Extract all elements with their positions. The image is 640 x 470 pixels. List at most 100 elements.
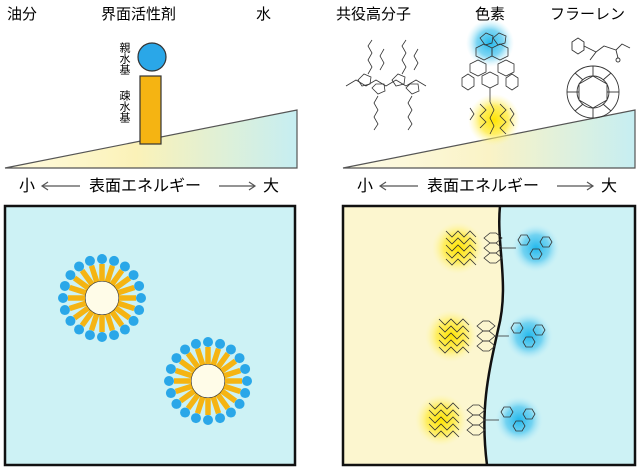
conjugated-polymer-structure bbox=[345, 39, 427, 131]
aromatic-ring bbox=[476, 340, 496, 352]
surfactant-head bbox=[234, 353, 245, 364]
label-water: 水 bbox=[256, 5, 272, 23]
surfactant-tail bbox=[194, 347, 206, 366]
interface-dye-molecule bbox=[415, 394, 543, 446]
alkyl-chain bbox=[445, 230, 477, 238]
dye-molecule-top bbox=[461, 19, 520, 146]
fullerene-structure bbox=[566, 37, 631, 119]
surfactant-head bbox=[109, 330, 120, 341]
alkyl-chain bbox=[445, 258, 477, 266]
dye-yellow-glow bbox=[425, 310, 477, 362]
surfactant-tail bbox=[174, 367, 193, 379]
alkyl-chain bbox=[438, 325, 470, 333]
surfactant-head bbox=[119, 261, 130, 272]
hydrophobic-tail bbox=[139, 75, 162, 145]
surfactant-head bbox=[190, 338, 201, 349]
surfactant-tail bbox=[117, 284, 136, 296]
surfactant-head bbox=[59, 280, 70, 291]
surfactant-head bbox=[215, 413, 226, 424]
aromatic-ring bbox=[466, 424, 486, 436]
surfactant-head bbox=[164, 376, 174, 386]
surfactant-head bbox=[234, 398, 245, 409]
label-conjugated-polymer: 共役高分子 bbox=[336, 5, 412, 23]
surfactant-tail bbox=[104, 313, 116, 332]
phenyl-ring bbox=[529, 248, 543, 260]
dye-blue-glow bbox=[505, 312, 553, 360]
surfactant-head bbox=[84, 330, 95, 341]
surfactant-head bbox=[119, 324, 130, 335]
phenyl-ring bbox=[517, 234, 531, 246]
alkyl-chain bbox=[428, 402, 460, 410]
surfactant-head bbox=[190, 413, 201, 424]
surfactant-head bbox=[180, 407, 191, 418]
label-dye: 色素 bbox=[475, 5, 506, 23]
axis-right-high: 大 bbox=[601, 176, 618, 195]
dye-blue-glow bbox=[512, 224, 560, 272]
surfactant-head bbox=[240, 363, 251, 374]
oil-droplet-core bbox=[84, 280, 120, 316]
axis-right-title: 表面エネルギー bbox=[427, 176, 540, 195]
dyes-at-interface bbox=[415, 222, 560, 446]
surfactant-tail bbox=[223, 367, 242, 379]
surfactant-tail bbox=[210, 347, 222, 366]
surfactant-tail bbox=[210, 396, 222, 415]
surfactant-head bbox=[225, 407, 236, 418]
surfactant-head bbox=[97, 332, 107, 342]
surfactant-tail bbox=[68, 300, 87, 312]
phenyl-ring bbox=[510, 322, 524, 334]
alkyl-chain bbox=[445, 244, 477, 252]
surfactant-head bbox=[225, 344, 236, 355]
surfactant-head bbox=[171, 353, 182, 364]
surfactant-head bbox=[59, 305, 70, 316]
surfactant-tail bbox=[220, 358, 238, 374]
alkyl-chain bbox=[428, 416, 460, 424]
surfactant-head bbox=[74, 324, 85, 335]
surfactant-head bbox=[165, 363, 176, 374]
surfactant-head bbox=[109, 255, 120, 266]
interface-box bbox=[341, 204, 637, 467]
surfactant-head bbox=[65, 315, 76, 326]
dye-blue-glow bbox=[466, 19, 514, 67]
surfactant-head bbox=[136, 293, 146, 303]
label-hydrophilic-group: 親水基 bbox=[118, 42, 131, 75]
alkyl-chain bbox=[445, 237, 477, 245]
surfactant-head bbox=[74, 261, 85, 272]
surfactant-tail bbox=[109, 268, 125, 286]
aromatic-ring bbox=[483, 252, 503, 264]
dye-yellow-glow bbox=[415, 394, 467, 446]
surfactant-tail bbox=[79, 268, 95, 286]
surfactant-tail bbox=[178, 388, 196, 404]
surfactant-tail bbox=[215, 393, 231, 411]
surfactant-tail bbox=[114, 275, 132, 291]
micelle-upper bbox=[58, 254, 146, 342]
axis-left-high: 大 bbox=[263, 176, 280, 195]
surfactant-tail bbox=[117, 300, 136, 312]
surfactant-tail bbox=[215, 351, 231, 369]
surfactant-tail bbox=[72, 305, 90, 321]
surfactant-tail bbox=[178, 358, 196, 374]
hydrophilic-head bbox=[137, 42, 167, 72]
surfactant-tail bbox=[88, 264, 100, 283]
surfactant-tail bbox=[79, 310, 95, 328]
surfactant-head bbox=[84, 255, 95, 266]
axis-left-low: 小 bbox=[19, 176, 36, 195]
alkyl-chain bbox=[438, 332, 470, 340]
surfactant-head bbox=[134, 280, 145, 291]
label-oil: 油分 bbox=[7, 5, 38, 23]
axis-left-title: 表面エネルギー bbox=[89, 176, 202, 195]
phenyl-ring bbox=[522, 336, 536, 348]
surfactant-head bbox=[97, 254, 107, 264]
surfactant-head bbox=[165, 388, 176, 399]
surfactant-head bbox=[180, 344, 191, 355]
surfactant-tail bbox=[109, 310, 125, 328]
surfactant-tail bbox=[194, 396, 206, 415]
interface-dye-molecule bbox=[432, 222, 560, 274]
surfactant-head bbox=[128, 315, 139, 326]
alkyl-chain bbox=[428, 430, 460, 438]
surfactant-head bbox=[215, 338, 226, 349]
surfactant-head bbox=[171, 398, 182, 409]
surfactant-tail bbox=[185, 393, 201, 411]
alkyl-chain bbox=[428, 423, 460, 431]
label-fullerene: フラーレン bbox=[550, 5, 626, 23]
